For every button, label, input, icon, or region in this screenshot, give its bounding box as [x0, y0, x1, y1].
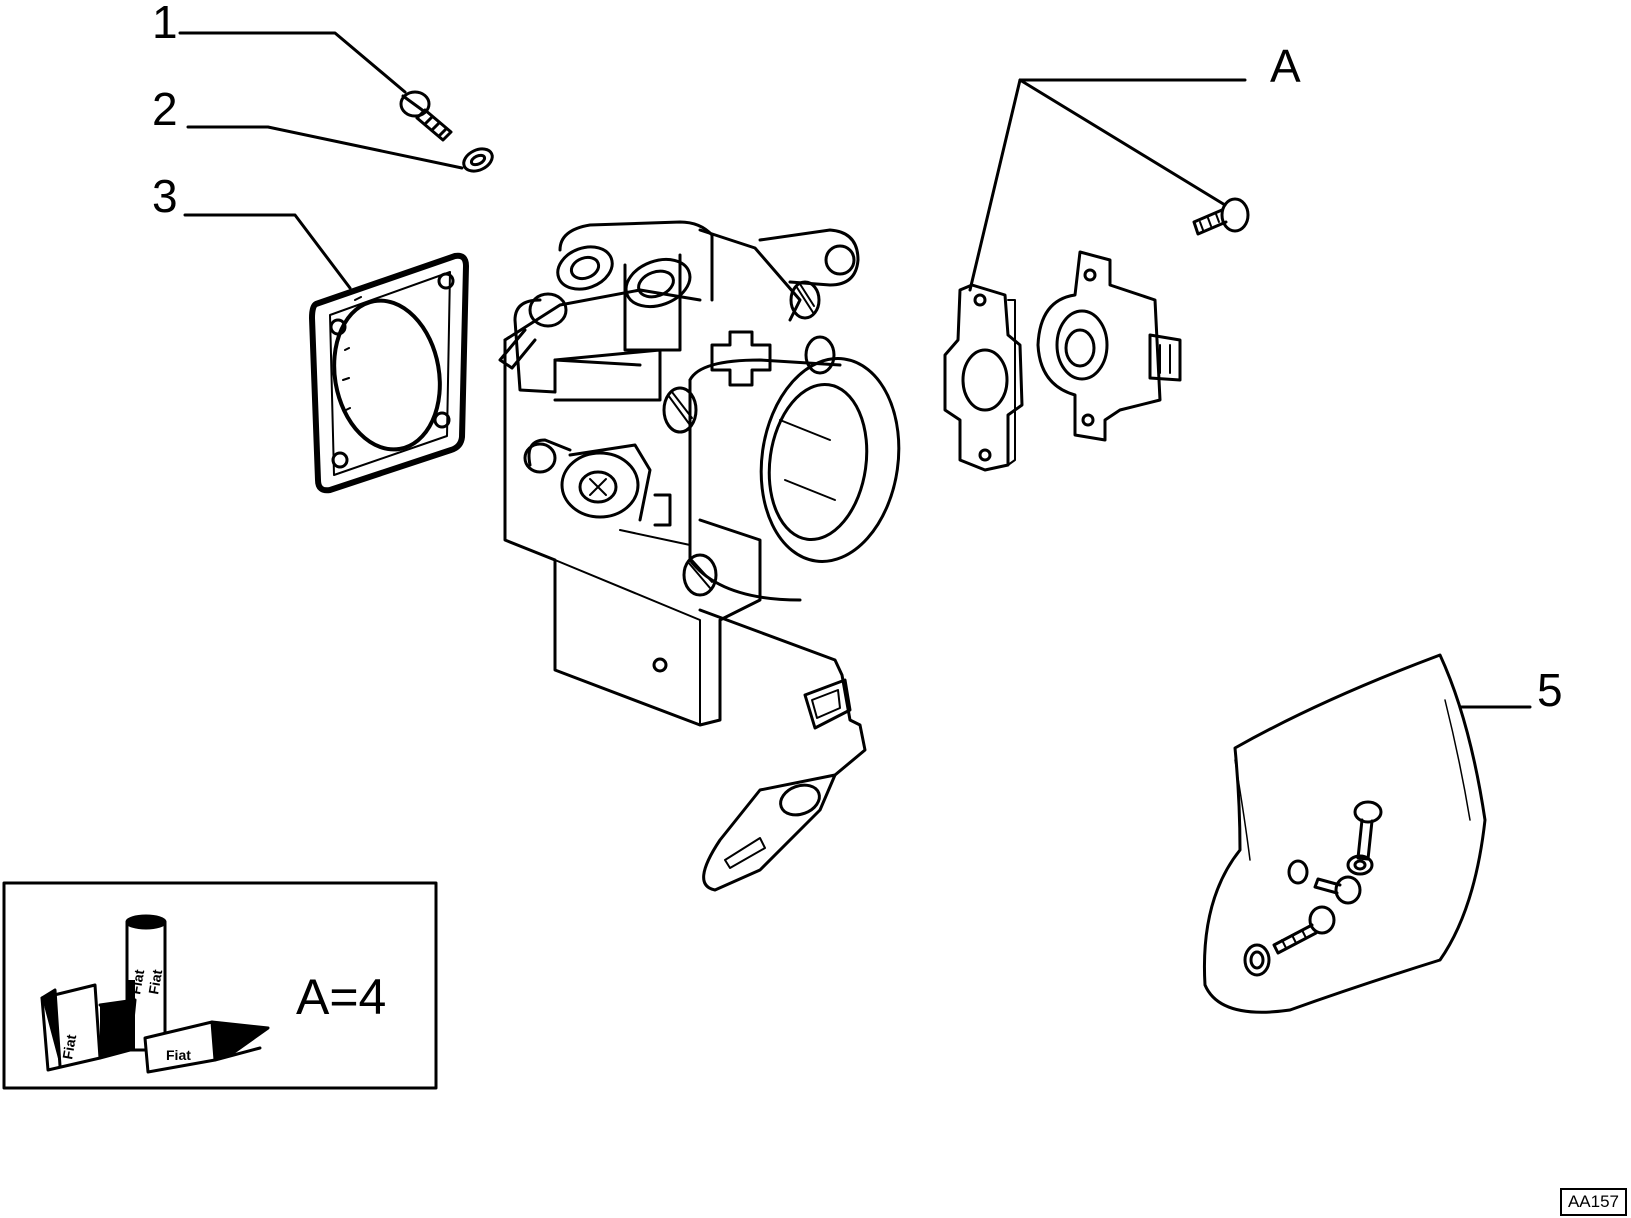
part-1-screw	[178, 31, 453, 142]
brand-label-block-left: Fiat	[59, 1033, 79, 1061]
part-5-bag	[1202, 653, 1532, 1014]
kit-a-callout	[968, 78, 1247, 292]
brand-label-block-right: Fiat	[166, 1047, 191, 1063]
brand-label-tube-1: Fiat	[127, 968, 147, 996]
callout-label-a: A	[1270, 40, 1301, 92]
callout-label-2: 2	[152, 83, 178, 135]
callout-label-5: 5	[1537, 664, 1563, 716]
kit-a-screw	[1192, 197, 1250, 236]
drawing-code: AA157	[1559, 1188, 1627, 1216]
throttle-body-assembly	[498, 220, 901, 892]
callout-label-3: 3	[152, 170, 178, 222]
kit-box	[2, 881, 438, 1090]
brand-label-tube-2: Fiat	[145, 968, 165, 996]
kit-equation: A=4	[296, 969, 386, 1025]
part-3-gasket	[183, 213, 469, 494]
kit-a-sensor	[1036, 250, 1182, 442]
kit-a-plate	[943, 283, 1024, 472]
part-2-washer	[186, 125, 494, 173]
callout-label-1: 1	[152, 0, 178, 48]
